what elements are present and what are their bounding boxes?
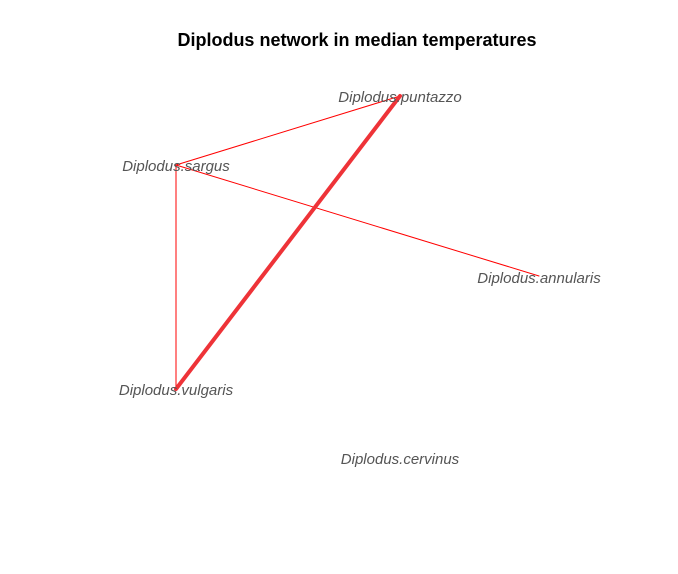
edge-sargus-puntazzo — [175, 95, 401, 166]
node-label-sargus: Diplodus.sargus — [122, 158, 230, 175]
labels-layer: Diplodus.puntazzo Diplodus.sargus Diplod… — [119, 89, 601, 468]
node-label-vulgaris: Diplodus.vulgaris — [119, 382, 234, 399]
edges-layer — [174, 94, 540, 391]
edge-puntazzo-vulgaris — [174, 94, 402, 391]
node-label-annularis: Diplodus.annularis — [477, 270, 601, 287]
node-label-puntazzo: Diplodus.puntazzo — [338, 89, 461, 106]
edge-sargus-annularis — [175, 164, 540, 277]
node-label-cervinus: Diplodus.cervinus — [341, 451, 460, 468]
page-title: Diplodus network in median temperatures — [177, 30, 537, 50]
